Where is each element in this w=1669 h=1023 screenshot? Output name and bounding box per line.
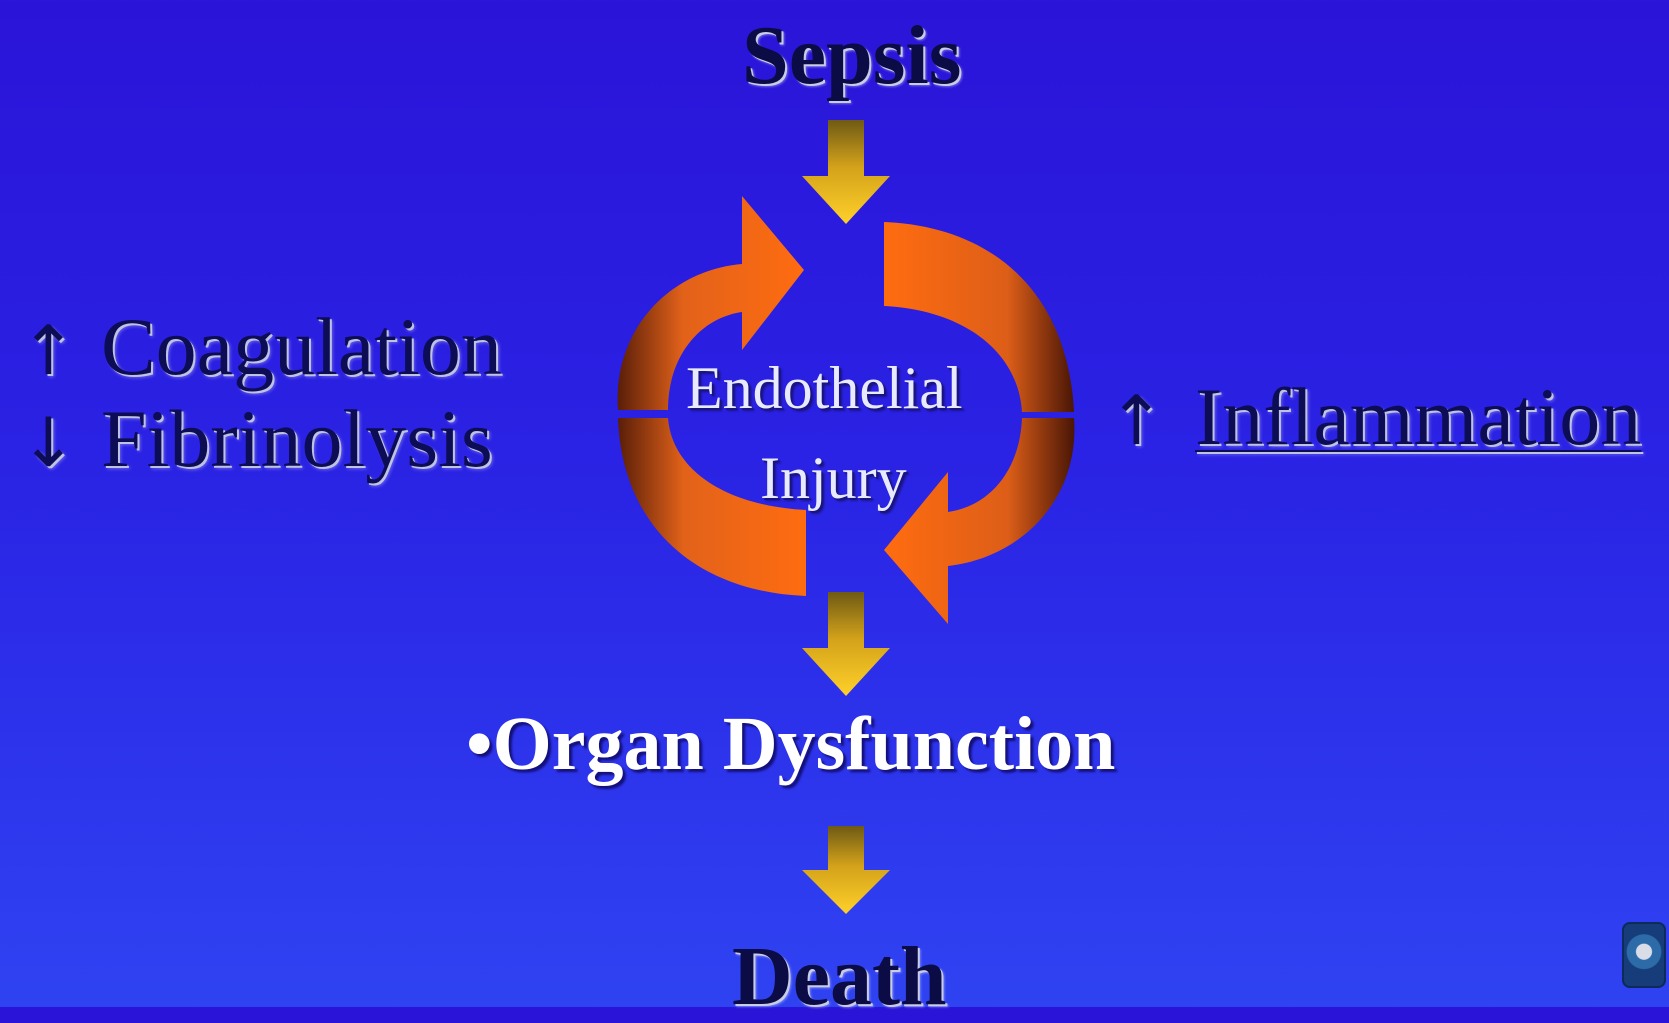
coagulation-effect: ↑Coagulation (20, 306, 502, 388)
up-arrow-icon: ↑ (20, 318, 77, 386)
fibrinolysis-effect: ↓Fibrinolysis (20, 398, 493, 480)
endothelial-label: Endothelial (686, 358, 963, 418)
inflammation-effect: ↑Inflammation (1108, 376, 1641, 458)
emblem-icon (1622, 922, 1666, 988)
inflammation-label: Inflammation (1195, 371, 1641, 462)
fibrinolysis-label: Fibrinolysis (101, 393, 493, 484)
down-arrow-icon (802, 120, 890, 224)
up-arrow-icon: ↑ (1108, 388, 1165, 456)
injury-label: Injury (760, 448, 907, 508)
down-arrow-icon (802, 592, 890, 696)
down-arrow-glyph-icon: ↓ (20, 410, 77, 478)
organ-dysfunction-label: •Organ Dysfunction (466, 706, 1115, 782)
coagulation-label: Coagulation (101, 301, 502, 392)
down-arrow-icon (802, 826, 890, 914)
sepsis-label: Sepsis (742, 14, 961, 98)
curved-arrow-icon (884, 222, 1074, 624)
death-label: Death (732, 935, 947, 1019)
